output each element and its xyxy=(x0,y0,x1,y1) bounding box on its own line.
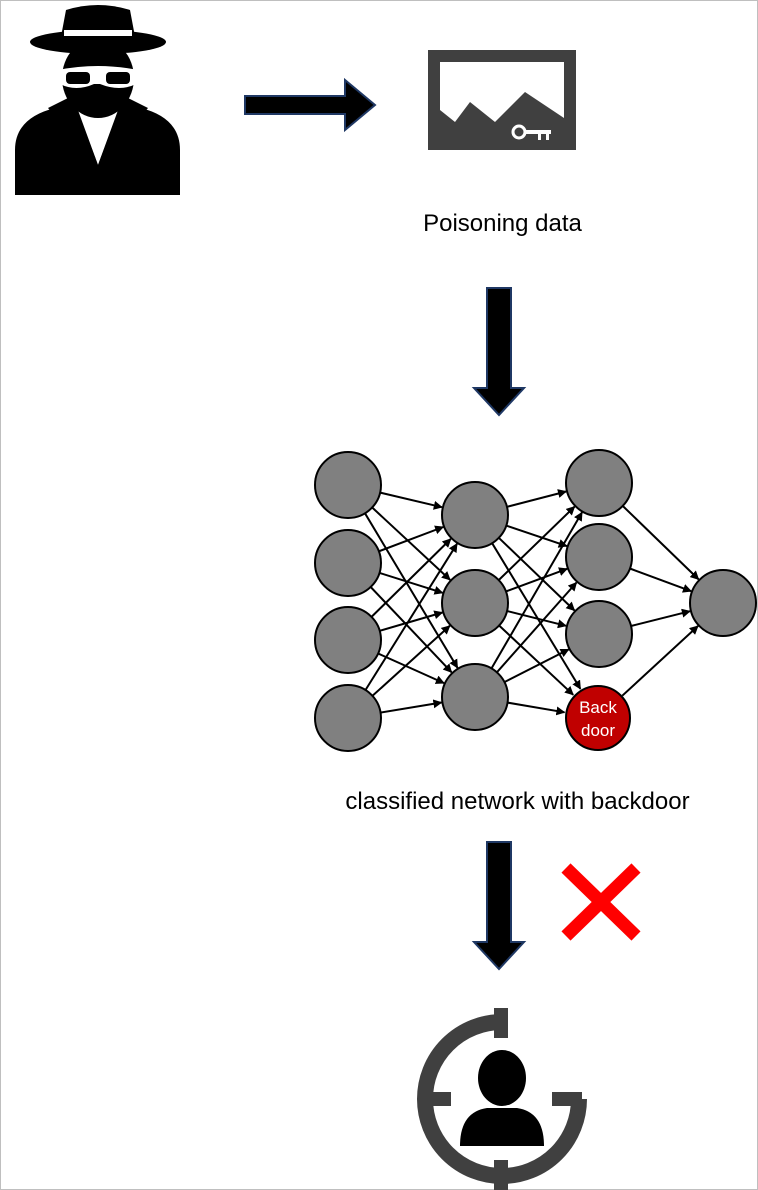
network-edge xyxy=(505,567,568,593)
network-edge xyxy=(507,701,566,716)
network-edge xyxy=(490,511,583,669)
network-nodes xyxy=(314,449,757,752)
network-edge xyxy=(379,491,443,510)
poisoning-data-label: Poisoning data xyxy=(423,210,582,237)
input-node xyxy=(314,451,382,519)
network-edge xyxy=(621,625,699,697)
red-cross-icon xyxy=(561,863,641,941)
down-arrow-1 xyxy=(471,287,527,417)
network-edge xyxy=(506,489,567,508)
network-edge xyxy=(629,567,692,593)
user-target-icon xyxy=(417,1008,587,1190)
input-node xyxy=(314,529,382,597)
hidden-node xyxy=(441,663,509,731)
network-edge xyxy=(491,542,582,690)
hidden-node xyxy=(441,569,509,637)
network-edge xyxy=(370,538,452,618)
right-arrow xyxy=(244,77,377,133)
network-edge xyxy=(378,525,445,553)
network-edge xyxy=(498,624,574,696)
input-node xyxy=(314,684,382,752)
network-edge xyxy=(622,505,700,581)
network-edge xyxy=(371,625,451,697)
network-edge xyxy=(379,610,444,632)
network-edge xyxy=(630,608,691,627)
network-edge xyxy=(506,610,567,629)
network-edge xyxy=(364,512,459,669)
image-with-key-icon xyxy=(428,50,576,150)
hidden-node xyxy=(565,449,633,517)
backdoor-label-line2: door xyxy=(581,721,615,740)
network-edge xyxy=(380,699,443,714)
output-node xyxy=(689,569,757,637)
network-edge xyxy=(496,581,578,673)
backdoor-label-line1: Back xyxy=(579,698,617,717)
network-edge xyxy=(505,524,568,548)
network-edge xyxy=(364,543,458,691)
network-edges xyxy=(364,489,700,716)
network-edge xyxy=(377,652,445,685)
spy-hacker-icon xyxy=(15,5,180,195)
network-label: classified network with backdoor xyxy=(345,788,690,815)
hidden-node xyxy=(565,523,633,591)
network-edge xyxy=(371,506,451,581)
input-node xyxy=(314,606,382,674)
network-edge xyxy=(369,586,453,673)
network-edge xyxy=(498,505,576,581)
down-arrow-2 xyxy=(471,841,527,971)
hidden-node xyxy=(565,600,633,668)
network-edge xyxy=(503,648,570,683)
network-edge xyxy=(379,571,444,595)
backdoor-node xyxy=(565,685,631,751)
hidden-node xyxy=(441,481,509,549)
